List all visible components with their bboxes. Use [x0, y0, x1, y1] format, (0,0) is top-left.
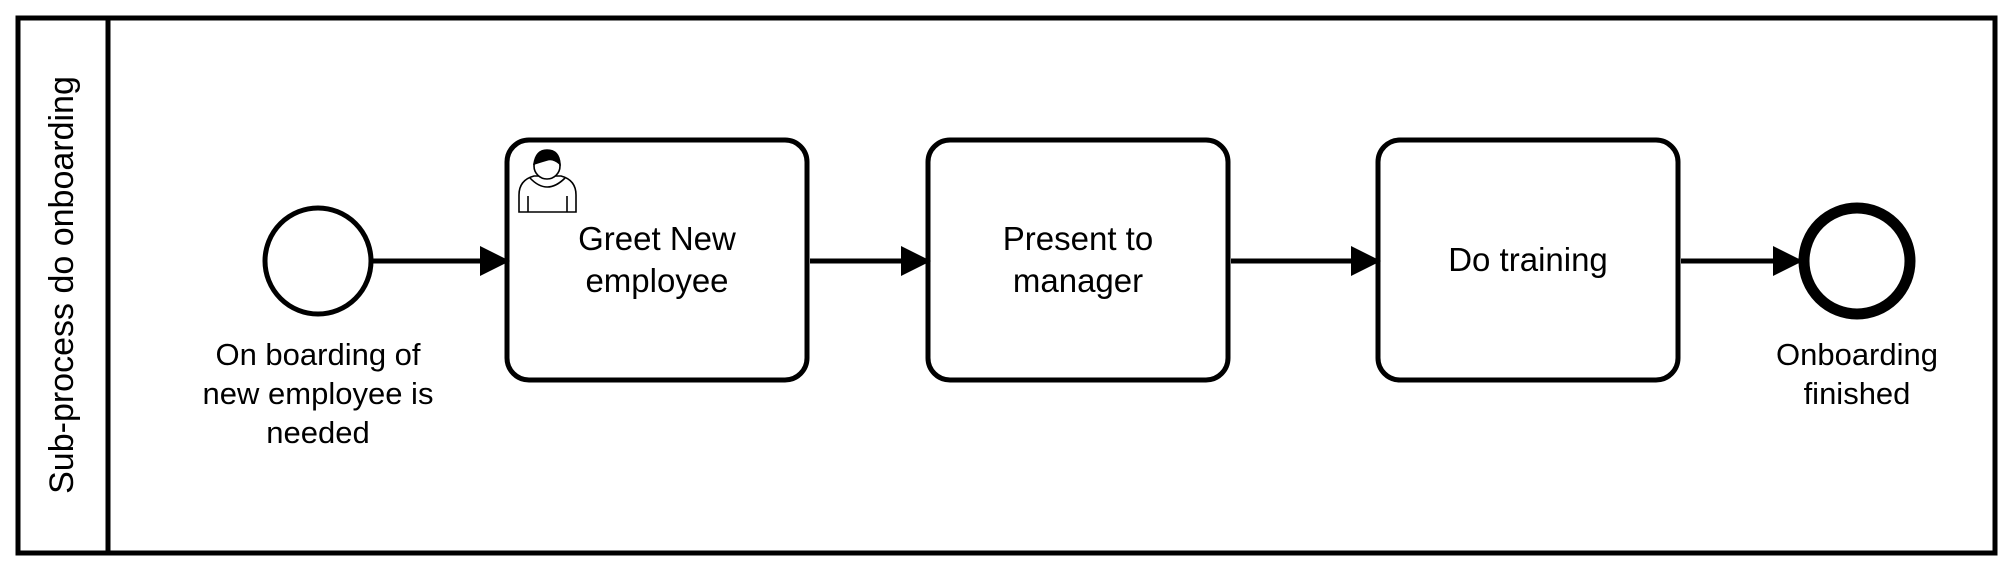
task-present-text: Present to manager: [1002, 220, 1154, 299]
user-icon: [518, 149, 577, 213]
pool[interactable]: [15, 15, 1998, 556]
task-present-label: Present to manager: [968, 150, 1188, 370]
end-event[interactable]: [1798, 202, 1916, 320]
end-event-label: Onboarding finished: [1775, 337, 1938, 411]
task-training-text: Do training: [1448, 241, 1608, 278]
pool-label: Sub-process do onboarding: [43, 76, 81, 494]
task-greet-text: Greet New employee: [578, 220, 736, 299]
start-event-label: On boarding of new employee is needed: [202, 337, 434, 450]
start-event[interactable]: [262, 205, 374, 317]
task-greet-label: Greet New employee: [547, 150, 767, 370]
task-training-label: Do training: [1388, 150, 1668, 370]
